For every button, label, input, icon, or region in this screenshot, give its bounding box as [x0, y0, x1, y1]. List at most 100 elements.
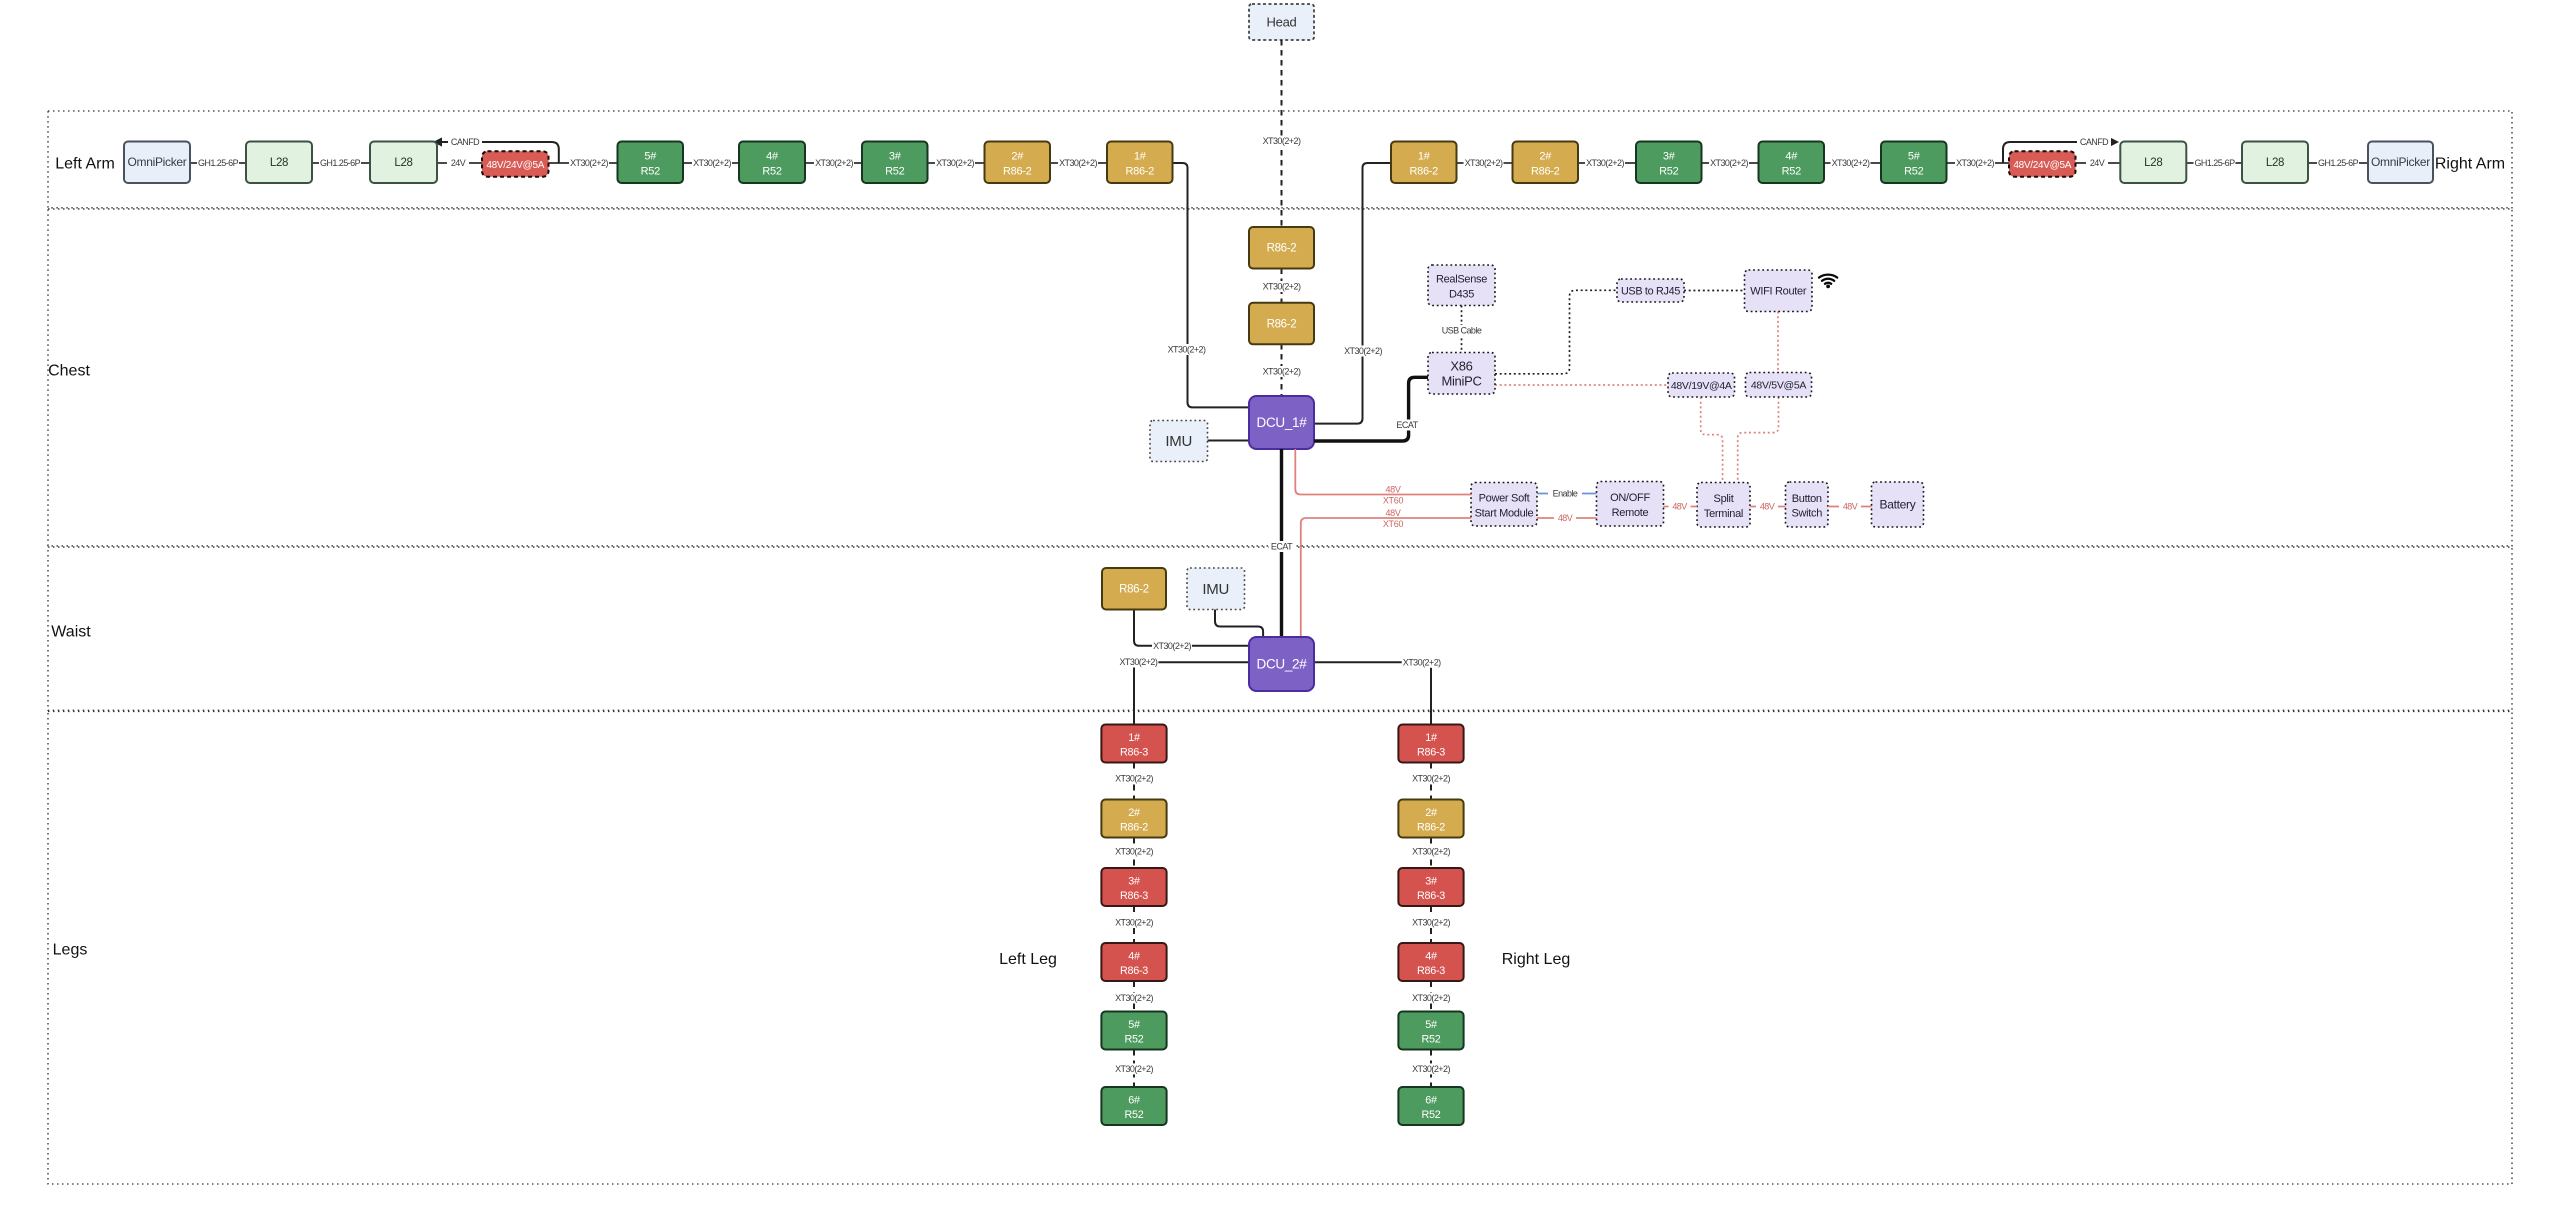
svg-text:L28: L28	[2266, 157, 2284, 169]
svg-text:48V: 48V	[1385, 485, 1400, 495]
svg-text:Right Arm: Right Arm	[2435, 155, 2505, 172]
svg-text:XT30(2+2): XT30(2+2)	[1412, 993, 1450, 1003]
svg-text:48V/19V@4A: 48V/19V@4A	[1671, 380, 1732, 392]
svg-text:Chest: Chest	[48, 362, 90, 379]
svg-text:48V/24V@5A: 48V/24V@5A	[2013, 160, 2071, 171]
svg-text:WIFI Router: WIFI Router	[1750, 286, 1807, 298]
svg-text:Button: Button	[1792, 493, 1822, 505]
svg-text:Power Soft: Power Soft	[1479, 493, 1530, 505]
svg-text:1#: 1#	[1418, 151, 1431, 163]
svg-text:USB to RJ45: USB to RJ45	[1621, 285, 1680, 297]
svg-text:3#: 3#	[1128, 875, 1140, 887]
svg-text:Left Arm: Left Arm	[55, 155, 115, 172]
svg-text:XT30(2+2): XT30(2+2)	[1263, 136, 1301, 146]
svg-text:XT30(2+2): XT30(2+2)	[1115, 774, 1153, 784]
svg-text:R86-2: R86-2	[1267, 243, 1297, 255]
svg-text:XT30(2+2): XT30(2+2)	[1412, 1064, 1450, 1074]
svg-text:XT30(2+2): XT30(2+2)	[693, 158, 731, 168]
svg-text:XT30(2+2): XT30(2+2)	[1344, 346, 1382, 356]
svg-text:ECAT: ECAT	[1396, 420, 1418, 430]
svg-text:3#: 3#	[1425, 875, 1437, 887]
svg-text:Right Leg: Right Leg	[1502, 951, 1571, 968]
svg-text:R86-2: R86-2	[1410, 165, 1439, 177]
svg-text:IMU: IMU	[1202, 581, 1229, 598]
svg-text:R86-2: R86-2	[1267, 318, 1297, 330]
svg-text:XT30(2+2): XT30(2+2)	[1168, 345, 1206, 355]
svg-text:XT60: XT60	[1383, 519, 1404, 529]
svg-text:CANFD: CANFD	[451, 137, 480, 147]
svg-text:48V: 48V	[1843, 502, 1858, 512]
svg-text:Remote: Remote	[1612, 507, 1649, 519]
svg-text:R86-2: R86-2	[1119, 584, 1149, 596]
svg-text:Terminal: Terminal	[1704, 508, 1743, 520]
svg-text:Battery: Battery	[1880, 497, 1916, 511]
svg-text:R86-2: R86-2	[1417, 822, 1445, 834]
svg-text:XT30(2+2): XT30(2+2)	[936, 158, 974, 168]
svg-text:48V: 48V	[1385, 508, 1400, 518]
svg-text:2#: 2#	[1128, 807, 1140, 819]
svg-text:R86-3: R86-3	[1120, 747, 1148, 759]
svg-text:R52: R52	[1125, 1109, 1144, 1121]
svg-text:R52: R52	[1422, 1109, 1441, 1121]
svg-text:OmniPicker: OmniPicker	[2371, 155, 2430, 169]
svg-text:R52: R52	[1904, 165, 1923, 177]
svg-text:DCU_1#: DCU_1#	[1257, 415, 1308, 430]
svg-text:5#: 5#	[1128, 1019, 1140, 1031]
svg-text:DCU_2#: DCU_2#	[1257, 657, 1308, 672]
svg-text:R86-2: R86-2	[1531, 165, 1560, 177]
svg-text:XT30(2+2): XT30(2+2)	[1710, 158, 1748, 168]
svg-text:48V/24V@5A: 48V/24V@5A	[486, 160, 544, 171]
svg-text:XT30(2+2): XT30(2+2)	[570, 158, 608, 168]
svg-text:R86-2: R86-2	[1126, 165, 1155, 177]
svg-text:R86-3: R86-3	[1120, 965, 1148, 977]
svg-text:MiniPC: MiniPC	[1441, 373, 1481, 388]
svg-text:XT60: XT60	[1383, 496, 1404, 506]
svg-text:R52: R52	[1659, 165, 1678, 177]
svg-text:3#: 3#	[1663, 151, 1676, 163]
svg-text:XT30(2+2): XT30(2+2)	[1412, 847, 1450, 857]
svg-text:24V: 24V	[451, 158, 466, 168]
svg-text:ECAT: ECAT	[1271, 542, 1293, 552]
svg-text:XT30(2+2): XT30(2+2)	[1403, 658, 1441, 668]
svg-text:R86-2: R86-2	[1003, 165, 1032, 177]
svg-text:Left Leg: Left Leg	[999, 951, 1057, 968]
svg-text:R52: R52	[1422, 1034, 1441, 1046]
svg-text:Split: Split	[1714, 493, 1734, 505]
svg-text:OmniPicker: OmniPicker	[127, 155, 186, 169]
svg-text:Head: Head	[1267, 15, 1297, 30]
svg-text:48V: 48V	[1760, 502, 1775, 512]
svg-text:ON/OFF: ON/OFF	[1610, 492, 1650, 504]
svg-text:XT30(2+2): XT30(2+2)	[815, 158, 853, 168]
svg-text:R52: R52	[1782, 165, 1801, 177]
svg-text:3#: 3#	[889, 151, 902, 163]
svg-text:XT30(2+2): XT30(2+2)	[1263, 282, 1301, 292]
svg-text:Switch: Switch	[1791, 508, 1822, 520]
svg-text:48V: 48V	[1558, 513, 1573, 523]
svg-text:XT30(2+2): XT30(2+2)	[1586, 158, 1624, 168]
svg-text:6#: 6#	[1128, 1094, 1140, 1106]
svg-text:R52: R52	[885, 165, 904, 177]
svg-text:1#: 1#	[1425, 732, 1437, 744]
svg-text:XT30(2+2): XT30(2+2)	[1059, 158, 1097, 168]
svg-text:1#: 1#	[1134, 151, 1147, 163]
svg-text:X86: X86	[1450, 359, 1472, 374]
svg-text:D435: D435	[1449, 288, 1474, 300]
svg-text:XT30(2+2): XT30(2+2)	[1153, 641, 1191, 651]
svg-text:XT30(2+2): XT30(2+2)	[1115, 847, 1153, 857]
svg-text:GH1.25-6P: GH1.25-6P	[320, 158, 361, 168]
svg-text:1#: 1#	[1128, 732, 1140, 744]
svg-text:Legs: Legs	[53, 941, 88, 958]
svg-text:5#: 5#	[1425, 1019, 1437, 1031]
svg-text:L28: L28	[394, 157, 412, 169]
svg-text:R86-3: R86-3	[1120, 890, 1148, 902]
svg-text:4#: 4#	[1785, 151, 1798, 163]
svg-text:XT30(2+2): XT30(2+2)	[1412, 774, 1450, 784]
svg-text:R86-3: R86-3	[1417, 965, 1445, 977]
svg-text:R86-3: R86-3	[1417, 890, 1445, 902]
svg-text:4#: 4#	[1128, 950, 1140, 962]
svg-text:Enable: Enable	[1553, 489, 1578, 499]
svg-text:XT30(2+2): XT30(2+2)	[1465, 158, 1503, 168]
svg-text:GH1.25-6P: GH1.25-6P	[198, 158, 239, 168]
svg-text:GH1.25-6P: GH1.25-6P	[2318, 158, 2359, 168]
svg-text:Start Module: Start Module	[1475, 507, 1534, 519]
